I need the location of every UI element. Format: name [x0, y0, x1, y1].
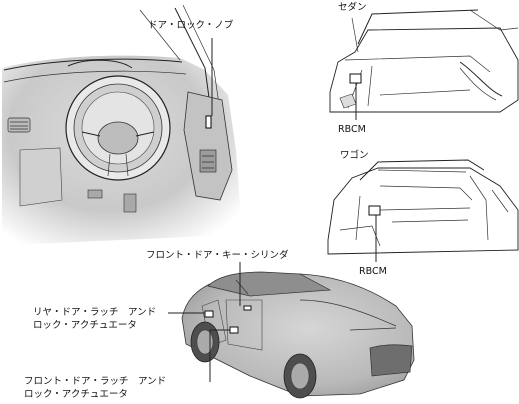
front-door-latch-label-line2: ロック・アクチュエータ — [24, 389, 128, 400]
dashboard-illustration — [2, 4, 240, 245]
rear-door-latch-label-line1: リヤ・ドア・ラッチ アンド — [33, 307, 157, 318]
rear-door-latch-label-line2: ロック・アクチュエータ — [33, 320, 137, 331]
front-latch-leader — [209, 329, 230, 382]
wagon-cargo-illustration — [327, 159, 519, 255]
front-door-latch-label-line1: フロント・ドア・ラッチ アンド — [24, 376, 167, 387]
sedan-trunk-illustration — [329, 9, 519, 113]
rbcm-sedan-label: RBCM — [338, 124, 366, 135]
sedan-label: セダン — [338, 2, 367, 13]
rbcm-wagon-label: RBCM — [359, 266, 387, 277]
wagon-label: ワゴン — [340, 150, 369, 161]
front-door-key-cylinder-label: フロント・ドア・キー・シリンダ — [146, 250, 289, 261]
car-illustration — [181, 271, 415, 399]
door-lock-knob-label: ドア・ロック・ノブ — [148, 20, 234, 31]
sedan-label-leader — [351, 17, 359, 53]
